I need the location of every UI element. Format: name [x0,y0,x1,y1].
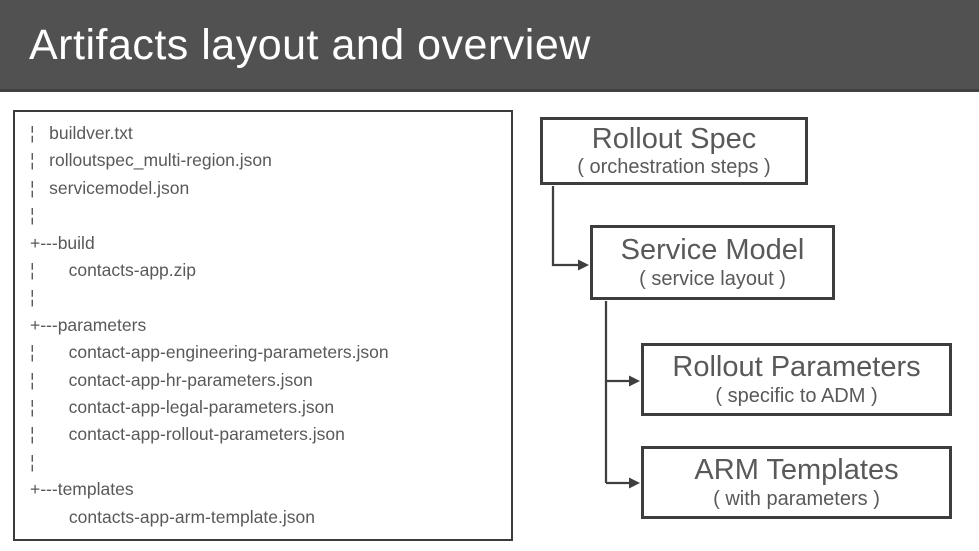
rollout-spec-subtitle: ( orchestration steps ) [577,156,771,179]
tree-line-hr-params: ¦ contact-app-hr-parameters.json [30,369,313,390]
service-model-subtitle: ( service layout ) [639,267,786,290]
rollout-parameters-subtitle: ( specific to ADM ) [715,384,878,407]
slide-title: Artifacts layout and overview [29,21,591,69]
tree-line-rolloutspec: ¦ rolloutspec_multi-region.json [30,150,272,171]
slide-header: Artifacts layout and overview [0,0,979,92]
arrowhead-armtemplates [629,477,640,489]
service-model-box: Service Model ( service layout ) [590,225,835,300]
tree-line-engineering-params: ¦ contact-app-engineering-parameters.jso… [30,342,389,363]
arm-templates-subtitle: ( with parameters ) [713,487,880,510]
tree-line-contacts-app-zip: ¦ contacts-app.zip [30,260,197,281]
tree-line-spacer: ¦ [30,451,35,472]
artifact-tree-panel: ¦ buildver.txt ¦ rolloutspec_multi-regio… [13,110,513,541]
arrowhead-rolloutparameters [629,375,640,387]
tree-line-buildver: ¦ buildver.txt [30,123,133,143]
rollout-parameters-box: Rollout Parameters ( specific to ADM ) [641,343,952,416]
tree-line-legal-params: ¦ contact-app-legal-parameters.json [30,397,335,418]
connector-rolloutspec-to-servicemodel [551,186,579,267]
tree-line-spacer: ¦ [30,287,35,308]
tree-line-spacer: ¦ [30,205,35,226]
tree-line-parameters-folder: +---parameters [30,314,147,335]
rollout-parameters-title: Rollout Parameters [672,351,921,384]
rollout-spec-title: Rollout Spec [591,122,757,155]
rollout-spec-box: Rollout Spec ( orchestration steps ) [540,117,808,185]
tree-line-servicemodel: ¦ servicemodel.json [30,177,190,198]
arm-templates-title: ARM Templates [694,454,899,487]
service-model-title: Service Model [620,234,805,267]
tree-line-arm-template: contacts-app-arm-template.json [30,506,315,527]
arm-templates-box: ARM Templates ( with parameters ) [641,446,952,519]
tree-line-build-folder: +---build [30,232,95,253]
arrowhead-servicemodel [578,259,589,271]
tree-line-templates-folder: +---templates [30,479,134,500]
tree-line-rollout-params: ¦ contact-app-rollout-parameters.json [30,424,345,445]
